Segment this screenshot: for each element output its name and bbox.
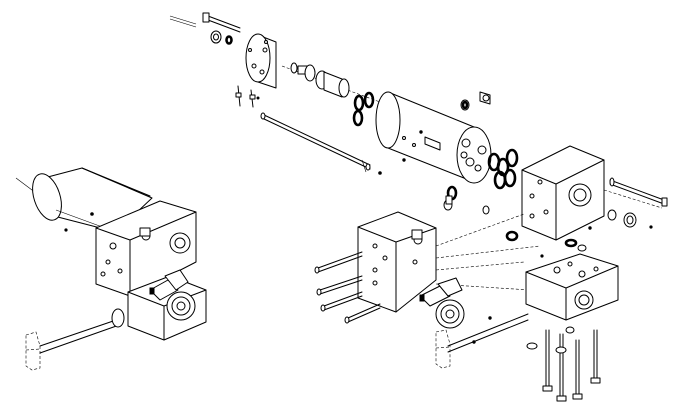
assembled-pump-unit	[15, 167, 207, 371]
assembled-manifold-block	[95, 200, 197, 297]
shaft-pin	[378, 171, 382, 175]
bottom-bolts	[526, 326, 601, 402]
right-valve-block	[521, 145, 605, 241]
cap-pins	[235, 85, 256, 108]
top-hex-bolt	[202, 12, 241, 33]
front-solenoid	[419, 277, 465, 329]
top-threaded-bolt	[169, 15, 197, 25]
misc-small-parts	[445, 195, 587, 258]
assembled-solenoid	[149, 269, 196, 321]
front-block	[357, 211, 437, 313]
motor-hardware	[402, 91, 491, 162]
drive-shaft	[260, 112, 371, 173]
front-block-bolts	[314, 251, 381, 324]
top-nut-ring	[210, 30, 233, 45]
top-exploded-group	[169, 12, 382, 175]
assembled-handle	[25, 308, 125, 371]
end-cap-disc	[245, 33, 277, 89]
gear-pump-parts	[290, 62, 375, 127]
motor-cylinder	[375, 91, 492, 184]
marker-dot	[256, 96, 260, 100]
bottom-reservoir-block	[525, 253, 619, 321]
front-handle	[435, 313, 529, 369]
o-ring-cluster	[443, 148, 519, 242]
motor-terminal	[424, 136, 441, 151]
right-side-bolts	[603, 177, 668, 229]
